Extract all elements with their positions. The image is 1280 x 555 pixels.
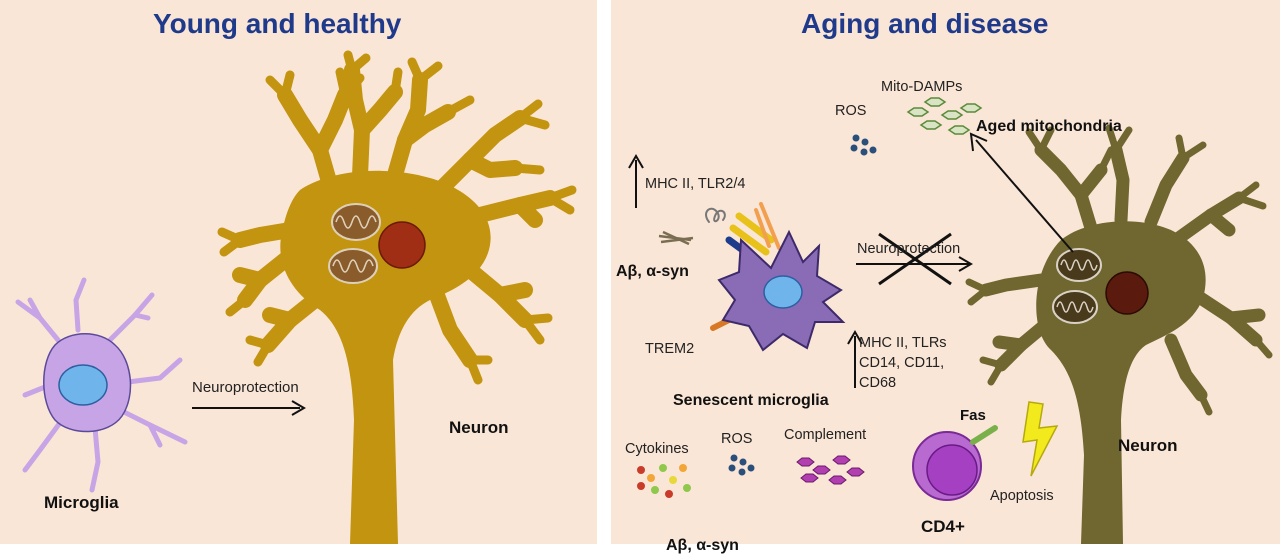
panel-title-aging: Aging and disease (801, 8, 1049, 39)
aged-mitochondrion-1 (1056, 248, 1102, 282)
neuroprotection-label: Neuroprotection (192, 379, 299, 396)
apoptosis-label: Apoptosis (990, 488, 1054, 504)
ros-label-top: ROS (835, 103, 867, 119)
abeta-label-top: Aβ, α-syn (616, 263, 689, 280)
neuroprotection-arrow (192, 400, 306, 416)
ros-dots-bottom (728, 454, 755, 476)
aged-mitochondria-label: Aged mitochondria (976, 118, 1122, 135)
marker-line-2: CD14, CD11, (859, 355, 945, 371)
senescent-microglia-label: Senescent microglia (673, 392, 829, 409)
mitochondrion-2 (328, 248, 378, 284)
ros-dots-top (850, 134, 877, 156)
young-healthy-panel: Young and healthy Microglia Neuroprotect… (0, 0, 597, 544)
panel-title-young: Young and healthy (153, 8, 402, 39)
marker-line-3: CD68 (859, 375, 897, 391)
cd4-label: CD4+ (921, 517, 965, 536)
aged-neuron-nucleus (1105, 271, 1149, 315)
young-neuron (217, 50, 577, 544)
abeta-label-bottom: Aβ, α-syn (666, 537, 739, 554)
apoptosis-lightning-icon (1022, 401, 1059, 477)
aging-disease-illustration (628, 97, 1273, 544)
cytokines-label: Cytokines (625, 441, 689, 457)
young-microglia-nucleus (58, 364, 108, 406)
mito-damps-hexagons (906, 97, 983, 135)
ros-label-bottom: ROS (721, 431, 753, 447)
complement-hexagons (796, 455, 865, 485)
young-neuron-nucleus (378, 221, 426, 269)
mito-damps-label: Mito-DAMPs (881, 79, 963, 95)
young-microglia (15, 277, 188, 493)
aged-mitochondria-arrow (969, 132, 1074, 253)
complement-label: Complement (784, 427, 867, 443)
abeta-fibrils (658, 230, 694, 246)
senescent-microglia-nucleus (763, 275, 803, 309)
young-healthy-illustration (15, 50, 577, 544)
aged-neuron-label: Neuron (1118, 436, 1178, 455)
aged-mitochondrion-2 (1052, 290, 1098, 324)
aging-disease-panel: Aging and disease Mito-DAMPs ROS Aged mi… (611, 0, 1280, 554)
mhc-tlr-label: MHC II, TLR2/4 (645, 176, 746, 192)
marker-line-1: MHC II, TLRs (859, 335, 947, 351)
microglia-label: Microglia (44, 493, 119, 512)
aged-neuron (965, 124, 1273, 544)
fas-label: Fas (960, 407, 986, 424)
up-arrow-mhc-top (628, 154, 644, 208)
up-arrow-markers (847, 330, 863, 388)
neuroprotection-crossed-label: Neuroprotection (857, 241, 961, 257)
cytokines-dots (637, 464, 691, 498)
mitochondrion-1 (331, 203, 381, 241)
cd4-t-cell (912, 425, 998, 501)
neuron-label: Neuron (449, 418, 509, 437)
trem2-label: TREM2 (645, 341, 695, 357)
crossed-neuroprotection-arrow (856, 232, 973, 286)
